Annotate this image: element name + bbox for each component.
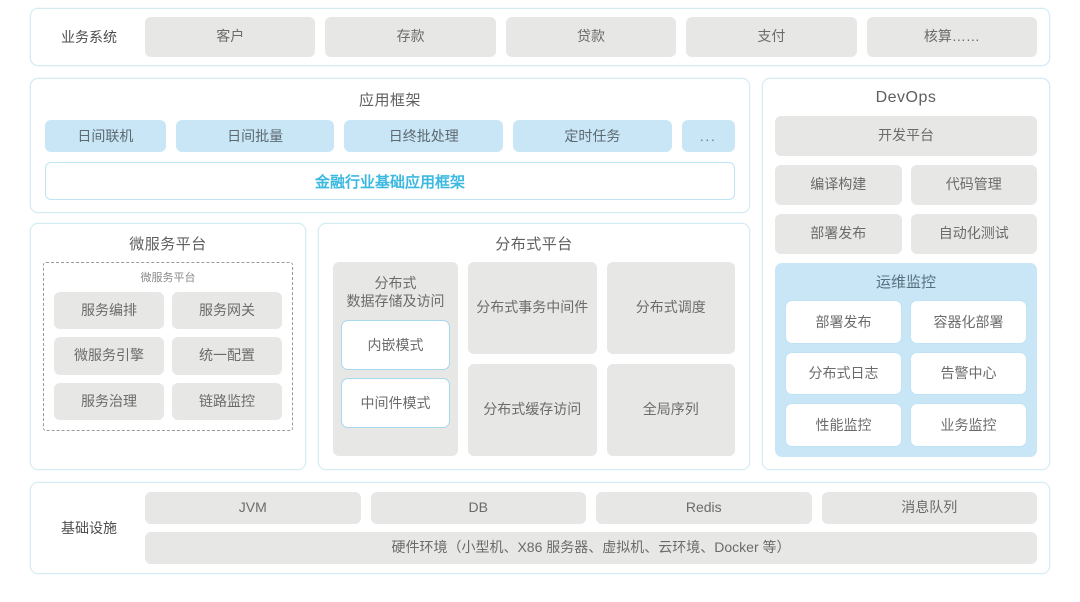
infrastructure-item-redis[interactable]: Redis bbox=[596, 492, 812, 524]
app-framework-title: 应用框架 bbox=[358, 92, 421, 109]
microservice-item-trace-monitor[interactable]: 链路监控 bbox=[172, 382, 282, 420]
distributed-items-grid: 分布式 事务中间件 分布式调度 分布式 缓存访问 全局序列 bbox=[468, 262, 735, 456]
distributed-mode-middleware[interactable]: 中间件模式 bbox=[341, 378, 450, 429]
finance-base-framework-banner: 金融行业基础应用框架 bbox=[45, 162, 735, 200]
distributed-platform-body: 分布式 数据存储及访问 内嵌模式 中间件模式 分布式 事务中间件 bbox=[333, 262, 735, 456]
distributed-data-storage-card[interactable]: 分布式 数据存储及访问 内嵌模式 中间件模式 bbox=[333, 262, 458, 456]
app-framework-panel: 应用框架 日间联机 日间批量 日终批处理 定时任务 ... 金融行业基础应用框架 bbox=[30, 78, 750, 213]
app-framework-chip-row: 日间联机 日间批量 日终批处理 定时任务 ... bbox=[45, 120, 735, 152]
microservice-item-engine[interactable]: 微服务引擎 bbox=[54, 337, 164, 375]
microservice-platform-panel: 微服务平台 微服务平台 服务编排 服务网关 微服务引擎 统一配置 服务治理 链路… bbox=[30, 223, 306, 470]
infrastructure-item-db[interactable]: DB bbox=[370, 492, 586, 524]
app-framework-chip-daytime-batch[interactable]: 日间批量 bbox=[175, 120, 335, 152]
business-systems-panel: 业务系统 客户 存款 贷款 支付 核算…… bbox=[30, 8, 1050, 66]
infrastructure-panel: 基础设施 JVM DB Redis 消息队列 硬件环境（小型机、X86 服务器、… bbox=[30, 482, 1050, 574]
distributed-storage-column: 分布式 数据存储及访问 内嵌模式 中间件模式 bbox=[333, 262, 458, 456]
app-framework-chip-scheduled-task[interactable]: 定时任务 bbox=[513, 120, 672, 152]
distributed-platform-title: 分布式平台 bbox=[495, 236, 573, 253]
distributed-data-storage-title: 分布式 数据存储及访问 bbox=[347, 274, 445, 310]
app-framework-chip-eod-batch[interactable]: 日终批处理 bbox=[344, 120, 504, 152]
microservice-item-gateway[interactable]: 服务网关 bbox=[172, 292, 282, 330]
distributed-item-cache-access[interactable]: 分布式 缓存访问 bbox=[468, 364, 597, 456]
infrastructure-items-row: JVM DB Redis 消息队列 bbox=[145, 492, 1037, 524]
infrastructure-item-hardware-environment[interactable]: 硬件环境（小型机、X86 服务器、虚拟机、云环境、Docker 等） bbox=[145, 532, 1037, 564]
infrastructure-label: 基础设施 bbox=[61, 520, 117, 536]
platform-column: 应用框架 日间联机 日间批量 日终批处理 定时任务 ... 金融行业基础应用框架… bbox=[30, 78, 750, 470]
infrastructure-item-message-queue[interactable]: 消息队列 bbox=[821, 492, 1037, 524]
devops-item-compile-build[interactable]: 编译构建 bbox=[775, 165, 902, 205]
ops-monitor-item-business-monitor[interactable]: 业务监控 bbox=[910, 403, 1027, 447]
ops-monitor-item-deploy-release[interactable]: 部署发布 bbox=[785, 300, 902, 344]
middle-region: 应用框架 日间联机 日间批量 日终批处理 定时任务 ... 金融行业基础应用框架… bbox=[30, 78, 1050, 470]
ops-monitor-item-alert-center[interactable]: 告警中心 bbox=[910, 351, 1027, 396]
distributed-item-transaction-middleware-line2: 事务中间件 bbox=[518, 299, 589, 316]
distributed-item-cache-access-line2: 缓存访问 bbox=[525, 401, 582, 418]
distributed-platform-panel: 分布式平台 分布式 数据存储及访问 内嵌模式 中间件模式 bbox=[318, 223, 750, 470]
ops-monitor-item-performance-monitor[interactable]: 性能监控 bbox=[785, 403, 902, 447]
infrastructure-content: JVM DB Redis 消息队列 硬件环境（小型机、X86 服务器、虚拟机、云… bbox=[145, 492, 1037, 564]
distributed-item-cache-access-line1: 分布式 bbox=[483, 401, 526, 418]
microservice-items-grid: 服务编排 服务网关 微服务引擎 统一配置 服务治理 链路监控 bbox=[54, 292, 282, 420]
microservice-platform-title: 微服务平台 bbox=[129, 236, 207, 253]
app-framework-chip-more[interactable]: ... bbox=[681, 120, 735, 152]
devops-panel: DevOps 开发平台 编译构建 代码管理 部署发布 自动化测试 运维监控 部署… bbox=[762, 78, 1050, 470]
devops-item-code-management[interactable]: 代码管理 bbox=[910, 165, 1037, 205]
ops-monitor-item-containerized-deploy[interactable]: 容器化部署 bbox=[910, 300, 1027, 344]
microservice-inner-title: 微服务平台 bbox=[140, 272, 196, 284]
ops-monitor-item-distributed-log[interactable]: 分布式日志 bbox=[785, 351, 902, 396]
microservice-item-orchestration[interactable]: 服务编排 bbox=[54, 292, 164, 330]
devops-items-grid: 编译构建 代码管理 部署发布 自动化测试 bbox=[775, 165, 1037, 254]
devops-item-automated-test[interactable]: 自动化测试 bbox=[910, 214, 1037, 254]
devops-column: DevOps 开发平台 编译构建 代码管理 部署发布 自动化测试 运维监控 部署… bbox=[762, 78, 1050, 470]
business-system-card-payment[interactable]: 支付 bbox=[686, 17, 857, 57]
business-system-card-deposit[interactable]: 存款 bbox=[325, 17, 496, 57]
ops-monitor-title: 运维监控 bbox=[875, 274, 936, 291]
infrastructure-hardware-row: 硬件环境（小型机、X86 服务器、虚拟机、云环境、Docker 等） bbox=[145, 532, 1037, 564]
devops-item-deploy-release[interactable]: 部署发布 bbox=[775, 214, 902, 254]
microservice-item-unified-config[interactable]: 统一配置 bbox=[172, 337, 282, 375]
business-systems-label: 业务系统 bbox=[61, 29, 117, 45]
ops-monitor-grid: 部署发布 容器化部署 分布式日志 告警中心 性能监控 业务监控 bbox=[785, 300, 1027, 447]
app-framework-chip-daytime-online[interactable]: 日间联机 bbox=[45, 120, 166, 152]
distributed-data-storage-title-line2: 数据存储及访问 bbox=[346, 293, 445, 310]
devops-item-dev-platform[interactable]: 开发平台 bbox=[775, 116, 1037, 156]
microservice-inner-dashed-box: 微服务平台 服务编排 服务网关 微服务引擎 统一配置 服务治理 链路监控 bbox=[43, 262, 293, 431]
distributed-item-transaction-middleware[interactable]: 分布式 事务中间件 bbox=[468, 262, 597, 354]
devops-title: DevOps bbox=[875, 89, 937, 106]
distributed-mode-embedded[interactable]: 内嵌模式 bbox=[341, 320, 450, 371]
distributed-data-storage-title-line1: 分布式 bbox=[374, 275, 417, 291]
platforms-row: 微服务平台 微服务平台 服务编排 服务网关 微服务引擎 统一配置 服务治理 链路… bbox=[30, 223, 750, 470]
microservice-item-governance[interactable]: 服务治理 bbox=[54, 382, 164, 420]
ops-monitor-panel: 运维监控 部署发布 容器化部署 分布式日志 告警中心 性能监控 业务监控 bbox=[775, 263, 1037, 457]
distributed-item-scheduling[interactable]: 分布式调度 bbox=[606, 262, 735, 354]
distributed-item-transaction-middleware-line1: 分布式 bbox=[476, 299, 519, 316]
distributed-item-global-sequence[interactable]: 全局序列 bbox=[606, 364, 735, 456]
business-system-card-accounting[interactable]: 核算…… bbox=[866, 17, 1038, 57]
infrastructure-item-jvm[interactable]: JVM bbox=[145, 492, 361, 524]
business-system-card-loan[interactable]: 贷款 bbox=[505, 17, 677, 57]
business-system-card-customer[interactable]: 客户 bbox=[145, 17, 316, 57]
